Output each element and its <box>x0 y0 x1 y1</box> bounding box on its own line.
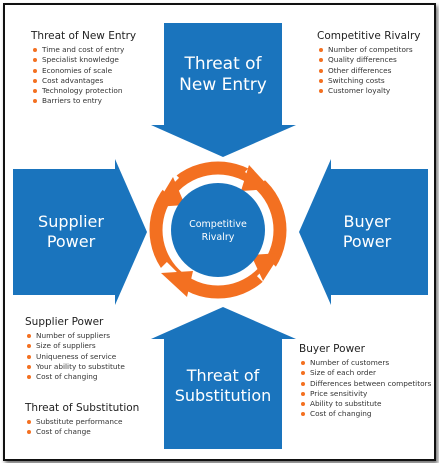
substitution-title: Threat of Substitution <box>25 402 140 414</box>
top-arrow-label-line1: Threat of <box>183 54 262 74</box>
supplier-power-arrow <box>13 159 147 305</box>
new-entry-factors: Threat of New Entry Time and cost of ent… <box>31 30 136 107</box>
list-item: Price sensitivity <box>299 389 431 399</box>
list-item: Number of suppliers <box>25 331 125 341</box>
buyer-title: Buyer Power <box>299 343 365 355</box>
substitution-factors: Threat of Substitution Substitute perfor… <box>25 402 139 438</box>
list-item: Technology protection <box>31 86 136 96</box>
list-item: Cost of changing <box>299 409 431 419</box>
list-item: Cost advantages <box>31 76 136 86</box>
top-arrow-label-line2: New Entry <box>179 75 267 95</box>
supplier-factors: Supplier Power Number of suppliers Size … <box>25 316 125 382</box>
list-item: Differences between competitors <box>299 379 431 389</box>
list-item: Uniqueness of service <box>25 352 125 362</box>
list-item: Economies of scale <box>31 66 136 76</box>
list-item: Number of competitors <box>317 45 421 55</box>
buyer-power-arrow <box>299 159 428 305</box>
list-item: Other differences <box>317 66 421 76</box>
list-item: Number of customers <box>299 358 431 368</box>
bottom-arrow-label-line2: Substitution <box>175 386 272 405</box>
list-item: Switching costs <box>317 76 421 86</box>
list-item: Cost of change <box>25 427 139 437</box>
right-arrow-label-line2: Power <box>343 232 392 251</box>
rivalry-title: Competitive Rivalry <box>317 30 421 42</box>
threat-of-new-entry-arrow <box>151 23 296 157</box>
list-item: Size of each order <box>299 368 431 378</box>
threat-of-substitution-arrow <box>151 307 296 449</box>
five-forces-diagram: Threat of New Entry Supplier Power Buyer… <box>13 23 428 449</box>
cycle-arrows-icon <box>149 161 287 299</box>
competitive-rivalry-circle <box>171 183 265 277</box>
center-label-line1: Competitive <box>189 219 247 230</box>
center-label-line2: Rivalry <box>202 232 235 243</box>
list-item: Size of suppliers <box>25 341 125 351</box>
list-item: Customer loyalty <box>317 86 421 96</box>
list-item: Time and cost of entry <box>31 45 136 55</box>
list-item: Specialist knowledge <box>31 55 136 65</box>
new-entry-title: Threat of New Entry <box>31 30 137 42</box>
buyer-factors: Buyer Power Number of customers Size of … <box>299 343 431 420</box>
list-item: Substitute performance <box>25 417 139 427</box>
diagram-frame: Threat of New Entry Supplier Power Buyer… <box>3 3 436 461</box>
rivalry-factors: Competitive Rivalry Number of competitor… <box>317 30 421 96</box>
list-item: Barriers to entry <box>31 96 136 106</box>
bottom-arrow-label-line1: Threat of <box>186 366 260 385</box>
left-arrow-label-line2: Power <box>47 232 96 251</box>
list-item: Cost of changing <box>25 372 125 382</box>
list-item: Ability to substitute <box>299 399 431 409</box>
right-arrow-label-line1: Buyer <box>343 212 390 231</box>
left-arrow-label-line1: Supplier <box>38 212 104 231</box>
list-item: Your ability to substitute <box>25 362 125 372</box>
supplier-title: Supplier Power <box>25 316 104 328</box>
list-item: Quality differences <box>317 55 421 65</box>
